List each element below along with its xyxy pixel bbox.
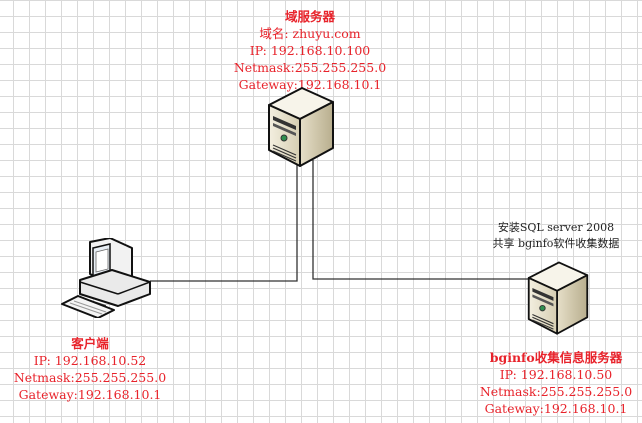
bginfo-note: 安装SQL server 2008 共享 bginfo软件收集数据 xyxy=(470,220,642,252)
bginfo-note-line1: 安装SQL server 2008 xyxy=(497,221,615,234)
bginfo-server-label: bginfo收集信息服务器 IP: 192.168.10.50 Netmask:… xyxy=(470,349,642,417)
domain-server-label: 域服务器 域名: zhuyu.com IP: 192.168.10.100 Ne… xyxy=(200,8,420,93)
client-computer-icon[interactable] xyxy=(60,238,160,318)
domain-server-title: 域服务器 xyxy=(284,9,335,24)
domain-server-icon[interactable] xyxy=(266,86,336,170)
link-domain-to-client xyxy=(150,160,298,282)
domain-server-ip: IP: 192.168.10.100 xyxy=(249,43,371,58)
bginfo-note-line2: 共享 bginfo软件收集数据 xyxy=(492,237,620,250)
bginfo-server-gateway: Gateway:192.168.10.1 xyxy=(484,401,628,416)
bginfo-server-netmask: Netmask:255.255.255.0 xyxy=(479,384,633,399)
client-ip: IP: 192.168.10.52 xyxy=(33,353,147,368)
domain-server-domain: 域名: zhuyu.com xyxy=(259,26,361,41)
link-domain-to-bginfo xyxy=(312,160,530,280)
bginfo-server-ip: IP: 192.168.10.50 xyxy=(499,367,613,382)
domain-server-gateway: Gateway:192.168.10.1 xyxy=(238,77,382,92)
client-label: 客户端 IP: 192.168.10.52 Netmask:255.255.25… xyxy=(0,335,180,403)
client-gateway: Gateway:192.168.10.1 xyxy=(18,387,162,402)
bginfo-server-icon[interactable] xyxy=(526,256,590,342)
client-title: 客户端 xyxy=(71,336,109,351)
client-netmask: Netmask:255.255.255.0 xyxy=(13,370,167,385)
bginfo-server-title: bginfo收集信息服务器 xyxy=(489,350,623,365)
domain-server-netmask: Netmask:255.255.255.0 xyxy=(233,60,387,75)
